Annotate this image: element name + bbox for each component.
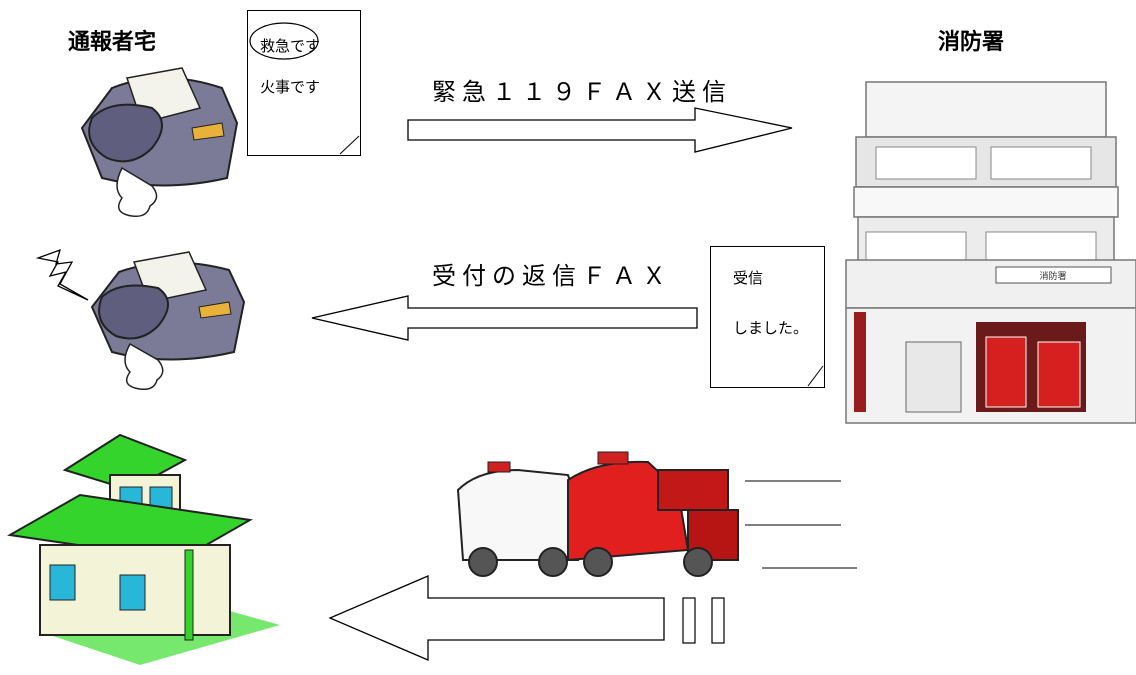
reply-fax-sheet: 受信 しました。 xyxy=(710,246,825,388)
station-sign: 消防署 xyxy=(1039,270,1066,282)
reply-fax-line1: 受信 xyxy=(733,269,764,287)
outgoing-fax-sheet: 救急です 火事です xyxy=(247,10,361,156)
reply-fax-line2: しました。 xyxy=(733,319,809,337)
reply-arrow-label: 受付の返信ＦＡＸ xyxy=(432,262,672,290)
fax-machine-sender-icon xyxy=(80,67,239,218)
send-arrow xyxy=(407,107,793,153)
send-arrow-label: 緊急１１９ＦＡＸ送信 xyxy=(432,78,732,106)
fax-machine-receiver-icon xyxy=(90,251,246,391)
emphasis-circle xyxy=(249,22,319,60)
outgoing-fax-line2: 火事です xyxy=(260,78,321,96)
dispatch-arrow-dash xyxy=(711,597,725,644)
outgoing-fax-decoration xyxy=(249,22,360,155)
reply-fax-fold xyxy=(807,365,824,387)
emergency-vehicles-icon xyxy=(456,451,739,577)
fire-station-building-icon: 消防署 xyxy=(845,81,1136,424)
dispatch-arrow xyxy=(328,575,665,661)
house-icon xyxy=(6,433,280,665)
flow-arrows xyxy=(35,107,857,661)
sender-title: 通報者宅 xyxy=(68,30,157,55)
dispatch-arrow-dash xyxy=(682,597,696,644)
reply-arrow xyxy=(311,295,698,341)
outgoing-fax-line1: 救急です xyxy=(260,37,321,55)
ring-lightning-icon xyxy=(35,248,89,301)
station-title: 消防署 xyxy=(938,30,1005,55)
